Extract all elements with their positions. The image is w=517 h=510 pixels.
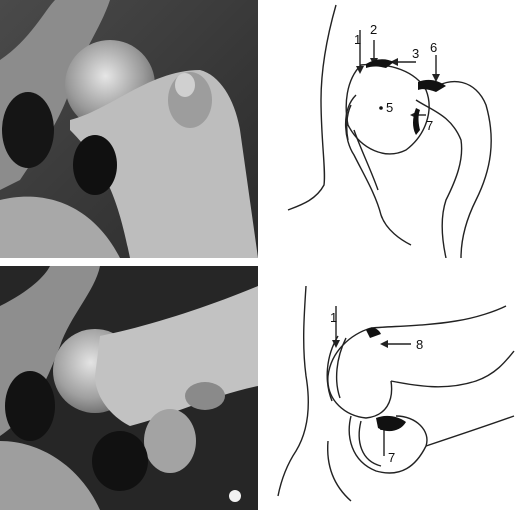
- label-7-bottom: 7: [388, 450, 395, 465]
- label-2: 2: [370, 22, 377, 37]
- radiograph-top: [0, 0, 258, 258]
- label-3: 3: [412, 46, 419, 61]
- diagram-top: 1 2 3 6 5 7: [266, 0, 517, 258]
- label-6: 6: [430, 40, 437, 55]
- label-5: 5: [386, 100, 393, 115]
- label-7: 7: [426, 118, 433, 133]
- radiograph-bottom: [0, 266, 258, 510]
- label-1-bottom: 1: [330, 310, 337, 325]
- label-1: 1: [354, 32, 361, 47]
- label-8: 8: [416, 337, 423, 352]
- diagram-bottom: 1 8 7: [266, 266, 517, 510]
